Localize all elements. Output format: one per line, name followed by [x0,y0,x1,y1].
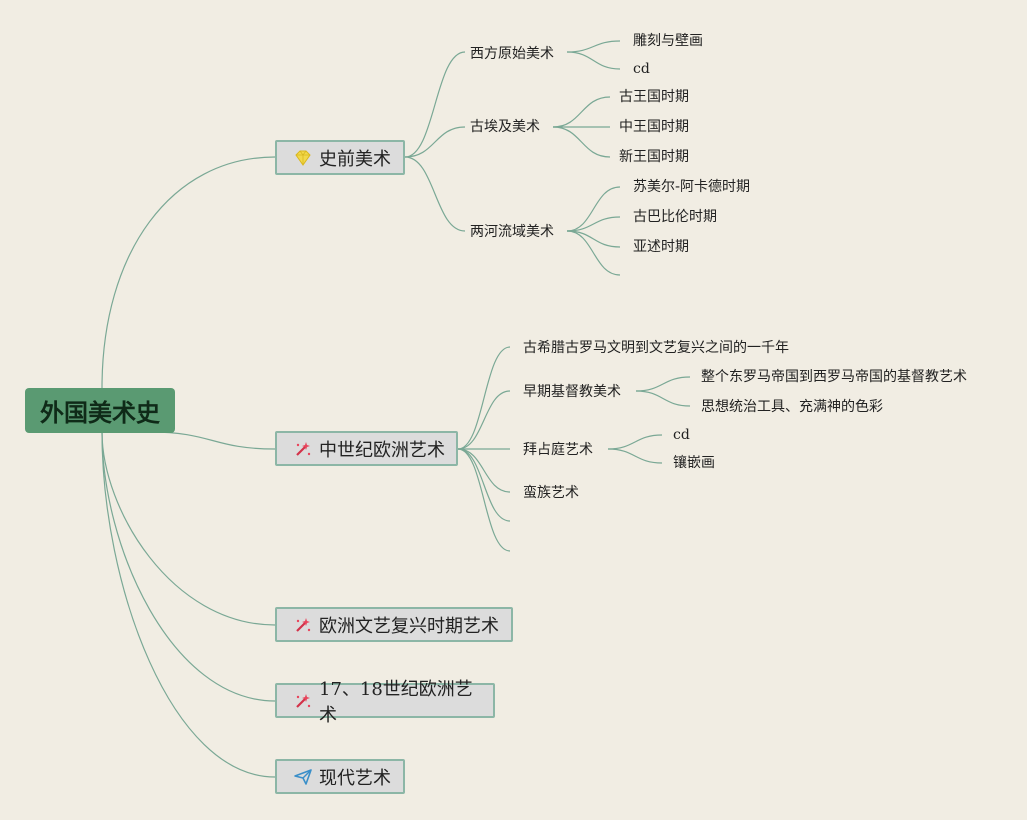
link-subtopic-leaf [635,390,691,407]
link-topic-subtopic [404,156,466,232]
leaf-new-kingdom[interactable]: 新王国时期 [619,149,689,165]
leaf-thought-control-tool[interactable]: 思想统治工具、充满神的色彩 [701,399,883,415]
topic-modern-art[interactable]: 现代艺术 [275,759,405,794]
leaf-assyrian[interactable]: 亚述时期 [633,239,689,255]
link-subtopic-leaf [552,96,611,128]
topic-label: 现代艺术 [319,767,391,789]
link-topic-subtopic [457,448,511,552]
leaf-cd[interactable]: cd [673,427,690,443]
subtopic-ancient-egyptian-art[interactable]: 古埃及美术 [470,119,540,135]
topic-17-18-century-art[interactable]: 17、18世纪欧洲艺术 [275,679,495,726]
topic-prehistoric-art[interactable]: 史前美术 [275,140,405,175]
link-subtopic-leaf [635,376,691,392]
link-topic-subtopic [457,448,511,493]
leaf-carving-and-murals[interactable]: 雕刻与壁画 [633,33,703,49]
link-topic-subtopic [457,346,511,450]
leaf-christian-art-east-west-rome[interactable]: 整个东罗马帝国到西罗马帝国的基督教艺术 [701,369,967,385]
subtopic-western-primitive-art[interactable]: 西方原始美术 [470,46,554,62]
link-topic-subtopic [404,126,466,158]
link-subtopic-leaf [566,186,621,232]
sparkle-wand-icon [293,691,313,711]
diamond-icon [293,148,313,168]
link-root-topic [101,431,276,626]
link-root-topic [101,156,276,389]
topic-label: 中世纪欧洲艺术 [319,439,445,461]
topic-medieval-european-art[interactable]: 中世纪欧洲艺术 [275,431,458,466]
link-subtopic-leaf [552,126,611,158]
link-root-topic [101,431,276,702]
link-topic-subtopic [404,51,466,158]
subtopic-mesopotamian-art[interactable]: 两河流域美术 [470,224,554,240]
leaf-sumer-akkad[interactable]: 苏美尔-阿卡德时期 [633,179,751,195]
link-root-topic [149,431,276,450]
link-topic-subtopic [457,390,511,450]
leaf-middle-kingdom[interactable]: 中王国时期 [619,119,689,135]
root-label: 外国美术史 [40,399,160,427]
link-subtopic-leaf [566,51,621,70]
link-subtopic-leaf [566,216,621,232]
subtopic-early-christian-art[interactable]: 早期基督教美术 [523,384,621,400]
link-subtopic-leaf [607,448,663,464]
topic-label: 史前美术 [319,148,391,170]
link-topic-subtopic [457,448,511,522]
sparkle-wand-icon [293,615,313,635]
leaf-mosaic[interactable]: 镶嵌画 [673,455,715,471]
subtopic-barbarian-art[interactable]: 蛮族艺术 [523,485,579,501]
link-subtopic-leaf [566,40,621,53]
leaf-old-babylonian[interactable]: 古巴比伦时期 [633,209,717,225]
topic-label: 欧洲文艺复兴时期艺术 [319,615,499,637]
topic-renaissance-art[interactable]: 欧洲文艺复兴时期艺术 [275,607,513,642]
link-subtopic-leaf [566,230,621,276]
subtopic-byzantine-art[interactable]: 拜占庭艺术 [523,442,593,458]
link-subtopic-leaf [607,434,663,450]
topic-label: 17、18世纪欧洲艺术 [319,678,473,726]
leaf-old-kingdom[interactable]: 古王国时期 [619,89,689,105]
link-subtopic-leaf [566,230,621,248]
paper-plane-icon [293,767,313,787]
sparkle-wand-icon [293,439,313,459]
root-node[interactable]: 外国美术史 [25,388,175,433]
subtopic-thousand-years[interactable]: 古希腊古罗马文明到文艺复兴之间的一千年 [523,340,789,356]
link-root-topic [101,431,276,778]
leaf-cd[interactable]: cd [633,61,650,77]
